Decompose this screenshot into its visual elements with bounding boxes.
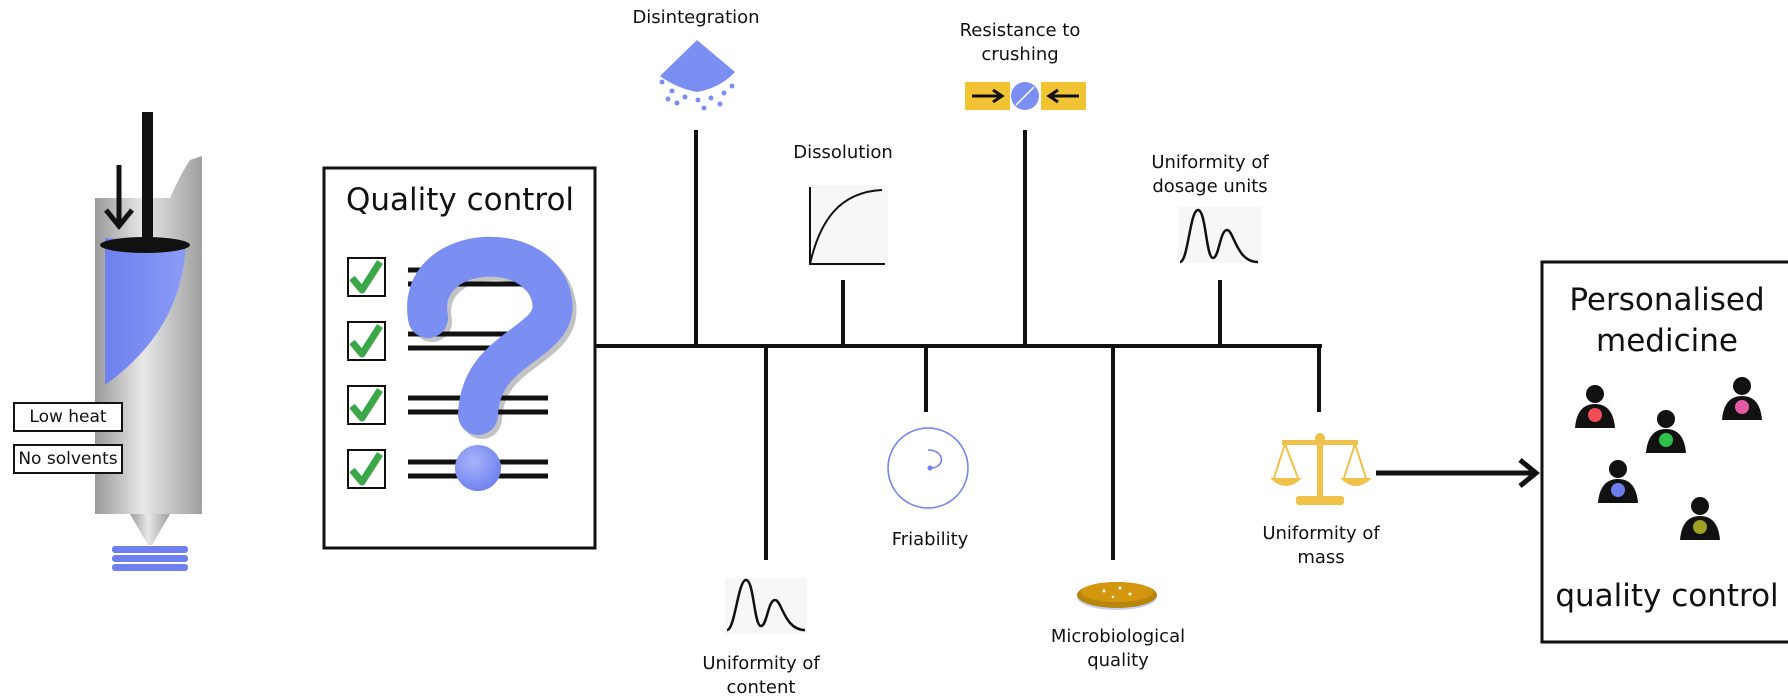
printer-nozzle (130, 514, 170, 545)
label-microbiological-quality: Microbiological quality (1018, 625, 1218, 673)
printer-plunger-rod (142, 112, 153, 247)
person-icon (1680, 497, 1720, 540)
fishbone-diagram (595, 130, 1322, 560)
label-uom-line1: Uniformity of (1262, 523, 1380, 544)
personalised-title-line1: Personalised (1569, 282, 1765, 318)
dosage-peaks-icon (1178, 207, 1262, 264)
check-icon-3 (347, 385, 386, 425)
right-arrow-icon (1376, 458, 1540, 488)
quality-control-title: Quality control (345, 182, 575, 218)
personalised-subtitle: quality control (1555, 578, 1779, 614)
label-resistance-line1: Resistance to (959, 20, 1081, 41)
label-uod-line2: dosage units (1152, 176, 1268, 197)
person-icon (1575, 385, 1615, 428)
people-group (1575, 377, 1762, 540)
personalised-title-line2: medicine (1596, 323, 1738, 359)
label-dissolution: Dissolution (793, 142, 893, 163)
petri-dish-icon (1077, 582, 1157, 610)
label-micro-line2: quality (1087, 650, 1149, 671)
label-resistance-line2: crushing (981, 44, 1059, 65)
printer-illustration (95, 112, 202, 571)
label-resistance-to-crushing: Resistance to crushing (920, 19, 1120, 67)
question-mark-icon (407, 236, 577, 491)
person-icon (1598, 460, 1638, 503)
person-icon (1722, 377, 1762, 420)
person-icon (1646, 410, 1686, 453)
check-icon-1 (347, 257, 386, 297)
label-uniformity-content: Uniformity of content (661, 652, 861, 700)
powder-cone-icon (659, 40, 735, 111)
low-heat-tag: Low heat (13, 402, 123, 432)
check-icon-2 (347, 321, 386, 361)
label-uoc-line1: Uniformity of (702, 653, 820, 674)
label-uom-line2: mass (1297, 547, 1345, 568)
label-uniformity-mass: Uniformity of mass (1221, 522, 1421, 570)
label-disintegration: Disintegration (632, 7, 760, 28)
printed-layers (112, 546, 188, 571)
label-uoc-line2: content (726, 677, 796, 698)
label-friability: Friability (891, 529, 969, 550)
down-arrow-icon (104, 165, 134, 230)
crushing-icon (965, 82, 1086, 110)
friability-drum-icon (887, 427, 969, 509)
personalised-medicine-title: Personalised medicine (1543, 280, 1788, 362)
dissolution-curve-icon (808, 185, 888, 267)
label-uniformity-dosage-units: Uniformity of dosage units (1110, 151, 1310, 199)
printer-blue-filament (105, 238, 186, 385)
label-micro-line1: Microbiological (1050, 626, 1186, 647)
check-icon-4 (347, 449, 386, 489)
no-solvents-tag: No solvents (13, 444, 123, 474)
scales-icon (1270, 433, 1372, 505)
content-peaks-icon (725, 578, 807, 634)
label-uod-line1: Uniformity of (1151, 152, 1269, 173)
